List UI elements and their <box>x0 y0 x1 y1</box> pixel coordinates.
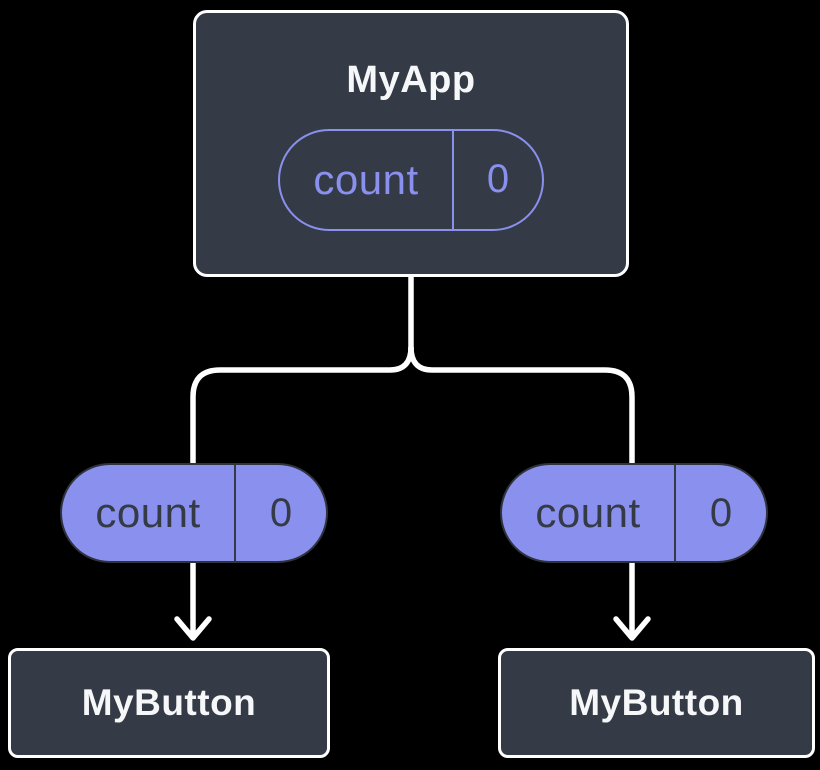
prop-pill-right-value: 0 <box>709 490 733 535</box>
right-branch-line <box>408 346 635 465</box>
prop-pill-left-value: 0 <box>269 490 293 535</box>
left-branch-line <box>190 346 414 465</box>
node-myapp: MyApp count 0 <box>193 10 629 277</box>
node-mybutton-left-label: MyButton <box>81 682 257 723</box>
node-mybutton-left: MyButton <box>8 648 330 758</box>
state-pill-name: count <box>280 130 454 229</box>
right-arrowhead-icon <box>613 616 651 641</box>
left-arrowhead-icon <box>174 616 212 641</box>
prop-pill-right: count 0 <box>500 463 768 563</box>
state-pill: count 0 <box>278 128 544 231</box>
prop-pill-left-name: count <box>62 465 236 561</box>
prop-pill-left: count 0 <box>60 463 328 563</box>
node-mybutton-right-label: MyButton <box>569 682 744 723</box>
prop-pill-right-name: count <box>502 465 676 561</box>
node-myapp-label: MyApp <box>346 58 476 101</box>
node-mybutton-right: MyButton <box>498 648 815 758</box>
state-pill-value: 0 <box>486 157 510 201</box>
